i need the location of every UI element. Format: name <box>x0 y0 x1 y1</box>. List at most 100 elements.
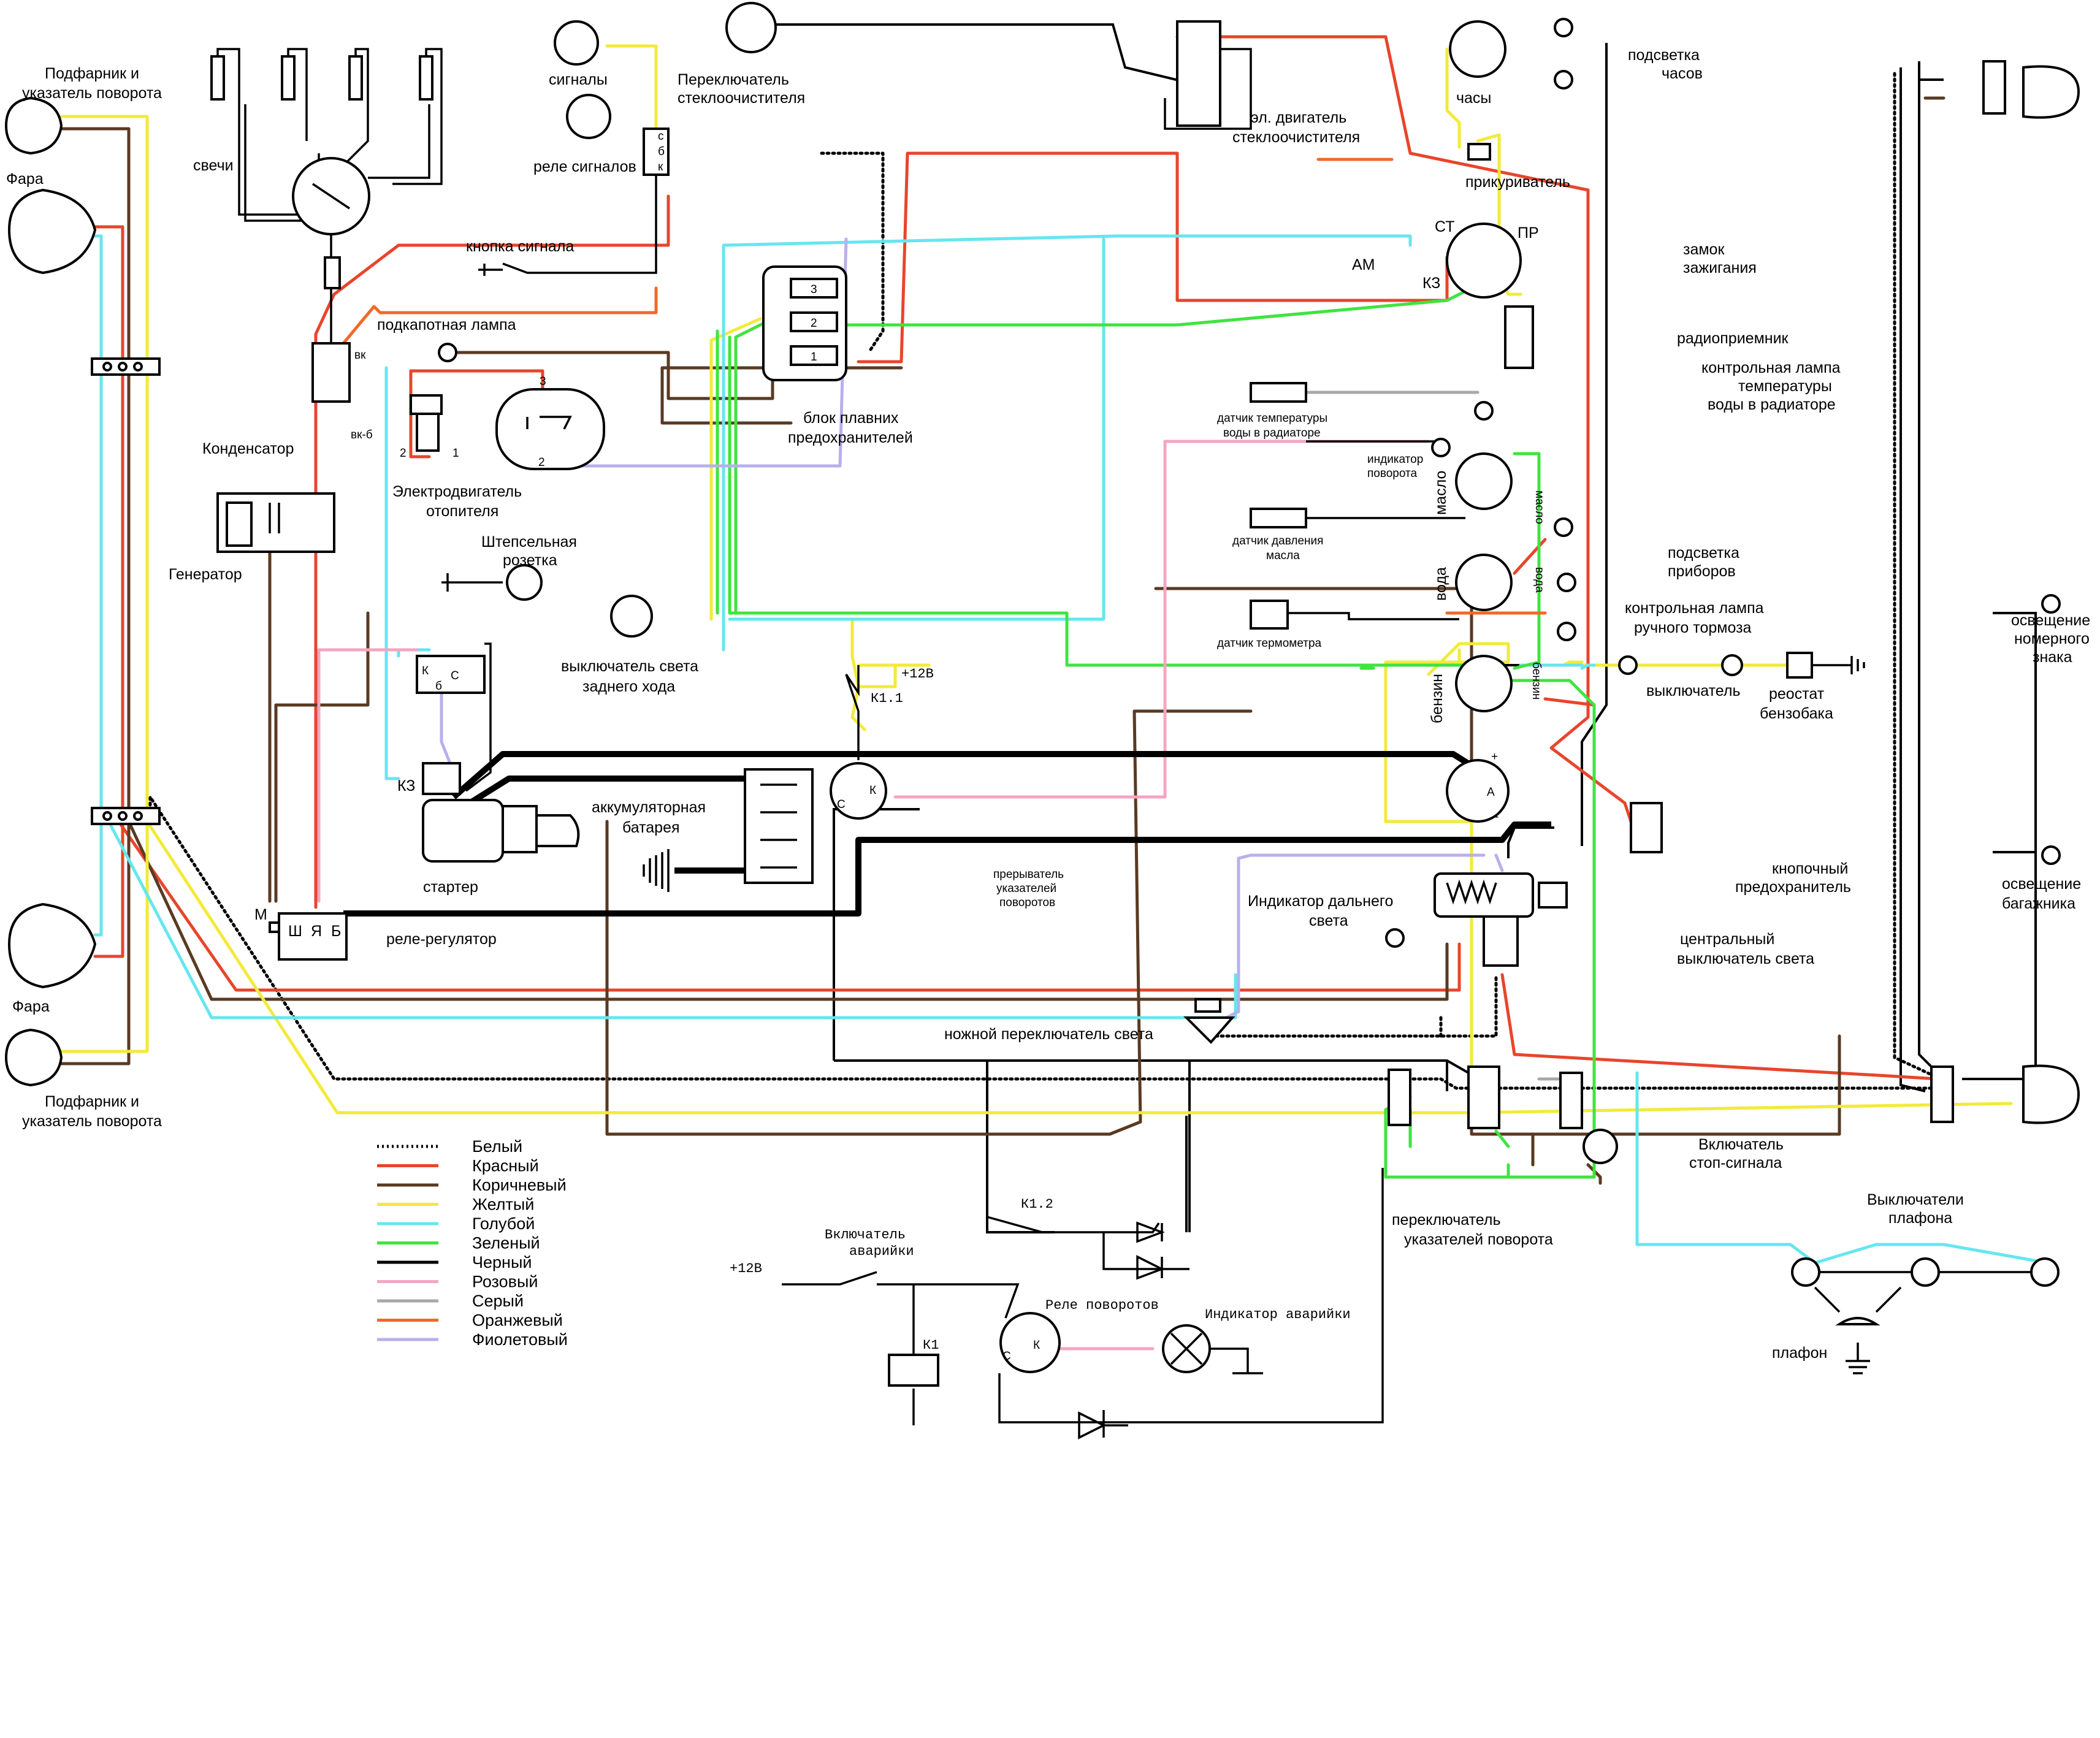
horn-button-ground <box>478 264 503 276</box>
label-plafon-sw-1: Выключатели <box>1867 1191 1964 1208</box>
label-gauge-maslo: масло <box>1432 471 1449 515</box>
label-podfarnik-top-2: указатель поворота <box>22 85 162 102</box>
spark-plugs <box>210 48 443 403</box>
hazard-switch-wires <box>782 1271 1020 1425</box>
button-fuse <box>1630 802 1663 853</box>
label-starter: стартер <box>423 879 478 896</box>
label-chasy: часы <box>1456 90 1491 107</box>
label-relay-c: С <box>1002 1350 1011 1363</box>
handbrake-switch <box>1721 654 1743 676</box>
fuse-1 <box>790 345 838 366</box>
diode-3 <box>1136 1255 1165 1280</box>
label-k12: К1.2 <box>1021 1197 1053 1212</box>
generator-pulley <box>226 501 253 547</box>
terminal <box>118 362 128 372</box>
ceiling-lamp <box>1835 1317 1880 1325</box>
label-blok-1: блок плавних <box>803 410 899 427</box>
diode-2 <box>1136 1221 1165 1243</box>
label-reg-ya: Я <box>311 923 322 940</box>
label-zamok-pr: ПР <box>1518 224 1539 242</box>
diode-1 <box>1078 1410 1106 1439</box>
heater-switch-body <box>416 413 440 452</box>
spark-plug-1 <box>210 55 225 101</box>
legend-label: Голубой <box>472 1214 535 1233</box>
wire-pink <box>317 440 1430 1351</box>
fuel-tank-rheostat <box>1786 652 1813 679</box>
wire-black <box>776 23 2037 1233</box>
socket <box>506 564 543 601</box>
label-akkum-1: аккумуляторная <box>592 799 706 816</box>
label-kondensator: Конденсатор <box>202 440 294 457</box>
label-reg-b: Б <box>331 923 341 940</box>
label-kz: КЗ <box>397 777 415 795</box>
k12-contacts <box>987 1216 1189 1270</box>
turn-signal-interrupter <box>830 762 887 820</box>
terminal <box>133 811 143 821</box>
label-podsvetka-chasov-1: подсветка <box>1628 47 1700 64</box>
legend-label: Зеленый <box>472 1234 540 1252</box>
turn-indicator-bulb <box>1431 438 1451 457</box>
label-pereklyuchatel-steklo-1: Переключатель <box>678 71 789 88</box>
legend-label: Коричневый <box>472 1176 567 1194</box>
ceiling-switch-1 <box>1791 1257 1820 1287</box>
clock-light-bulb-2 <box>1554 70 1573 90</box>
horn-1 <box>554 20 599 66</box>
hazard-circuit <box>782 665 1384 1439</box>
label-rele-signalov: реле сигналов <box>533 158 636 175</box>
legend-label: Черный <box>472 1253 532 1271</box>
label-avariyka-1: Включатель <box>825 1227 906 1243</box>
relay-regulator-m <box>269 921 280 933</box>
label-knopka-signala: кнопка сигнала <box>466 238 574 255</box>
fuse-2 <box>790 311 838 332</box>
rheostat-ground <box>1812 656 1865 674</box>
label-heater-1: 1 <box>452 447 459 460</box>
foot-dimmer-body <box>1183 1016 1235 1044</box>
label-datchik-davl-1: датчик давления <box>1232 535 1323 547</box>
label-signaly: сигналы <box>549 71 608 88</box>
label-temp-lamp-1: контрольная лампа <box>1701 359 1841 376</box>
label-zamok-1: замок <box>1683 241 1725 258</box>
label-vyklyuchatel: выключатель <box>1646 682 1741 699</box>
horn-relay <box>643 128 670 176</box>
label-gauge-maslo-side: масло <box>1533 490 1546 524</box>
legend-label: Красный <box>472 1157 539 1175</box>
label-indikator-avariyki: Индикатор аварийки <box>1205 1307 1351 1322</box>
legend-label: Оранжевый <box>472 1311 563 1330</box>
label-reostat-2: бензобака <box>1760 705 1833 722</box>
rear-lamp-top <box>2022 65 2080 119</box>
label-interrupter-k: К <box>869 784 876 797</box>
starter-solenoid <box>422 762 461 795</box>
label-tsentralny-2: выключатель света <box>1677 950 1814 967</box>
relay-regulator <box>278 912 348 961</box>
label-gauge-voda-side: вода <box>1533 567 1546 593</box>
label-nomer-3: знака <box>2033 649 2072 666</box>
label-podsvetka-priborov-1: подсветка <box>1668 544 1739 562</box>
legend: БелыйКрасныйКоричневыйЖелтыйГолубойЗелен… <box>377 1137 568 1349</box>
label-knopochny-1: кнопочный <box>1772 860 1848 877</box>
label-ukazatel-2: указателей поворота <box>1404 1231 1553 1248</box>
label-el-dvigatel-1: эл. двигатель <box>1251 109 1346 126</box>
terminal <box>133 362 143 372</box>
ceiling-switch-3 <box>2030 1257 2060 1287</box>
gauge-water <box>1455 554 1513 611</box>
label-tormoz-1: контрольная лампа <box>1625 600 1764 617</box>
socket-ground <box>441 573 503 592</box>
turn-relay <box>999 1312 1061 1373</box>
label-tormoz-2: ручного тормоза <box>1634 619 1752 636</box>
central-switch-knob <box>1538 882 1568 909</box>
trunk-light-bulb <box>2041 845 2061 865</box>
distributor-rotor <box>312 183 350 210</box>
sensor-wires <box>1288 440 1465 620</box>
central-switch-body <box>1483 915 1519 967</box>
label-m: М <box>254 906 267 923</box>
label-nomer-2: номерного <box>2014 630 2090 647</box>
battery-ground <box>643 849 670 892</box>
label-plafon-sw-2: плафона <box>1888 1210 1952 1227</box>
label-datchik-termometra: датчик термометра <box>1217 637 1322 650</box>
starter-bendix <box>535 814 580 847</box>
label-zamok-kz: КЗ <box>1422 275 1440 292</box>
spark-plug-2 <box>281 55 296 101</box>
legend-label: Желтый <box>472 1195 534 1214</box>
oil-pressure-sensor <box>1250 508 1307 528</box>
horn-button-wire <box>502 175 657 274</box>
